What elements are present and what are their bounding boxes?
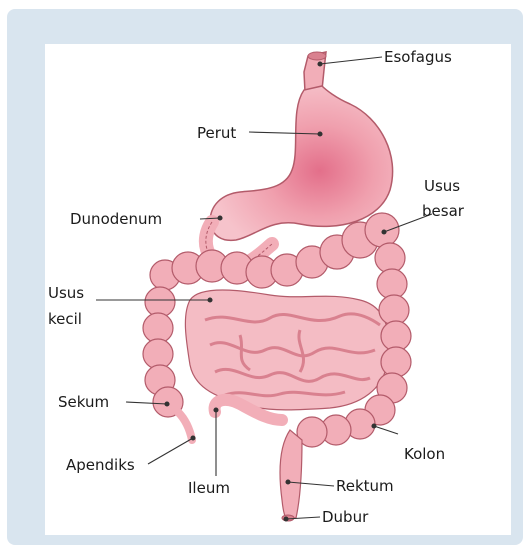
- appendix-shape: [178, 412, 192, 440]
- label-perut: Perut: [197, 124, 236, 142]
- label-sekum: Sekum: [58, 393, 109, 411]
- label-usus-kecil-line2: kecil: [48, 310, 82, 328]
- label-dubur: Dubur: [322, 508, 369, 526]
- label-usus-besar-line2: besar: [422, 202, 465, 220]
- esophagus-opening: [308, 52, 326, 60]
- rectum-shape: [280, 430, 302, 518]
- label-rektum: Rektum: [336, 477, 394, 495]
- stomach-shape: [210, 86, 393, 240]
- label-apendiks: Apendiks: [66, 456, 135, 474]
- label-ileum: Ileum: [188, 479, 230, 497]
- label-dunodenum: Dunodenum: [70, 210, 162, 228]
- label-kolon: Kolon: [404, 445, 445, 463]
- label-usus-besar-line1: Usus: [424, 177, 460, 195]
- label-usus-kecil-line1: Usus: [48, 284, 84, 302]
- label-esofagus: Esofagus: [384, 48, 452, 66]
